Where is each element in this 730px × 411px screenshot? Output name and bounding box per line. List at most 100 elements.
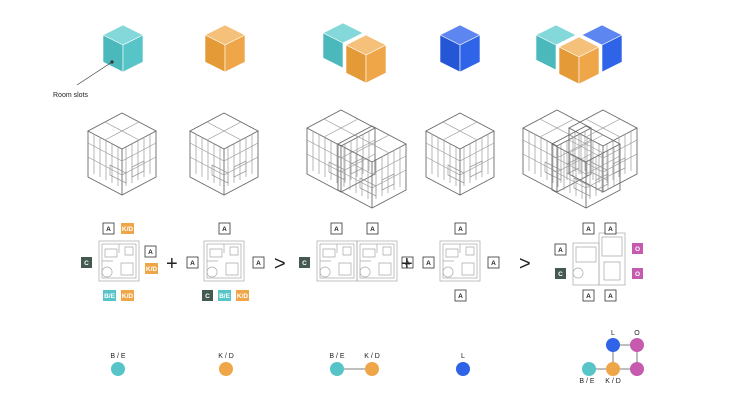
tag-c: C [81, 257, 92, 268]
svg-text:K/D: K/D [122, 226, 134, 233]
tag-kd: K/D [121, 290, 134, 301]
svg-text:A: A [256, 260, 261, 267]
tag-a: A [366, 222, 379, 235]
svg-text:B/E: B/E [104, 293, 116, 300]
tag-a: A [554, 243, 567, 256]
svg-text:O: O [635, 246, 640, 253]
tag-a: A [422, 256, 435, 269]
tag-a: A [401, 256, 414, 269]
tag-a: A [604, 289, 617, 302]
o-node [630, 338, 644, 352]
kd-node-group: K / D [218, 353, 234, 376]
be-node-label: B / E [329, 353, 345, 360]
svg-text:A: A [458, 226, 463, 233]
tag-a: A [454, 222, 467, 235]
svg-text:A: A [370, 226, 375, 233]
svg-text:A: A [405, 260, 410, 267]
be-node-label: B / E [110, 353, 126, 360]
tag-o: O [632, 243, 643, 254]
svg-text:C: C [84, 260, 89, 267]
be-kd-wireframe [306, 109, 407, 209]
kd-plan [203, 240, 245, 282]
room-slots-annotation: Room slots [53, 60, 114, 99]
be-node [330, 362, 344, 376]
tag-a: A [454, 289, 467, 302]
l-cube [439, 24, 481, 73]
be-node-group: B / E [110, 353, 126, 376]
tag-a: A [582, 222, 595, 235]
tag-a: A [186, 256, 199, 269]
svg-text:O: O [635, 271, 640, 278]
l-wireframe [425, 112, 495, 196]
l-node-group: L [456, 353, 470, 376]
tag-a: A [144, 245, 157, 258]
tag-kd: K/D [121, 223, 134, 234]
kd-node [219, 362, 233, 376]
svg-text:A: A [608, 293, 613, 300]
svg-text:C: C [558, 271, 563, 278]
greater-operator: > [274, 253, 286, 275]
l-plan [439, 240, 481, 282]
tag-a: A [330, 222, 343, 235]
kd-node [606, 362, 620, 376]
l-node [456, 362, 470, 376]
combined-graph: L O B / E K / D [579, 330, 644, 385]
svg-text:A: A [491, 260, 496, 267]
tag-a: A [582, 289, 595, 302]
tag-c: C [555, 268, 566, 279]
svg-text:A: A [586, 293, 591, 300]
kd-wireframe [189, 112, 259, 196]
tag-a: A [252, 256, 265, 269]
tag-be: B/E [103, 290, 116, 301]
svg-text:K/D: K/D [122, 293, 134, 300]
tag-be: B/E [218, 290, 231, 301]
be-kd-cube-pair [322, 22, 387, 84]
svg-text:C: C [302, 260, 307, 267]
svg-text:K/D: K/D [237, 293, 249, 300]
kd-node-label: K / D [605, 378, 621, 385]
kd-node-label: K / D [364, 353, 380, 360]
l-node-label: L [461, 353, 465, 360]
svg-text:A: A [426, 260, 431, 267]
svg-text:A: A [106, 226, 111, 233]
l-node-label: L [611, 330, 615, 337]
svg-text:K/D: K/D [146, 266, 158, 273]
svg-text:A: A [458, 293, 463, 300]
plus-operator: + [401, 253, 413, 275]
be-wireframe [87, 112, 157, 196]
svg-text:A: A [190, 260, 195, 267]
o-node-label: O [634, 330, 640, 337]
tag-a: A [487, 256, 500, 269]
be-cube [102, 24, 144, 73]
tag-a: A [102, 222, 115, 235]
tag-kd: K/D [236, 290, 249, 301]
tag-a: A [218, 222, 231, 235]
be-node-label: B / E [579, 378, 595, 385]
be-node [111, 362, 125, 376]
tag-a: A [604, 222, 617, 235]
tag-c: C [299, 257, 310, 268]
combined-plan [572, 232, 626, 286]
svg-text:B/E: B/E [219, 293, 231, 300]
kd-cube [204, 24, 246, 73]
svg-text:A: A [558, 247, 563, 254]
svg-text:A: A [222, 226, 227, 233]
svg-text:C: C [205, 293, 210, 300]
kd-node [365, 362, 379, 376]
room-slots-label: Room slots [53, 92, 89, 99]
tag-c: C [202, 290, 213, 301]
combined-wireframe [522, 109, 638, 209]
be-kd-combined-plan [316, 240, 398, 282]
svg-text:A: A [334, 226, 339, 233]
kd-node-label: K / D [218, 353, 234, 360]
combined-cubes [535, 24, 623, 85]
be-node [582, 362, 596, 376]
svg-text:A: A [586, 226, 591, 233]
svg-text:A: A [608, 226, 613, 233]
be-kd-graph: B / E K / D [329, 353, 380, 376]
l-node [606, 338, 620, 352]
svg-text:A: A [148, 249, 153, 256]
tag-o: O [632, 268, 643, 279]
o-node [630, 362, 644, 376]
